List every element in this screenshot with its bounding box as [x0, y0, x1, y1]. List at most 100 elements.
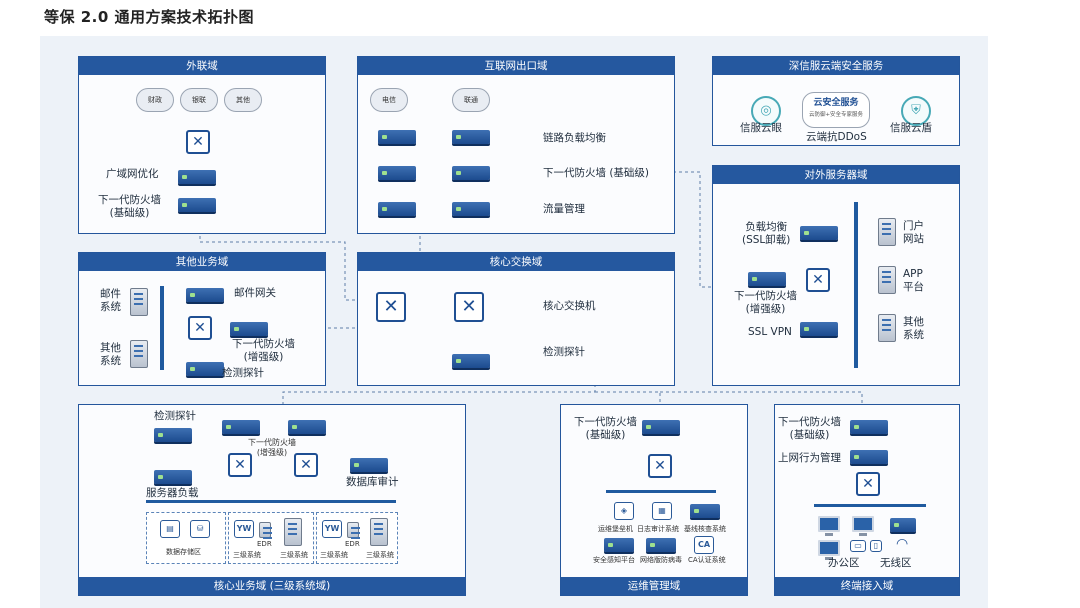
- firewall-device: [178, 198, 216, 212]
- firewall-device: [378, 166, 416, 180]
- label-cloud-ddos: 云端抗DDoS: [806, 131, 867, 143]
- label-baseline: 基线核查系统: [684, 525, 726, 533]
- label-storage: 数据存储区: [166, 548, 201, 556]
- label-load-balancer: 负载均衡 (SSL卸载): [742, 221, 791, 246]
- label-office: 办公区: [828, 557, 860, 569]
- app-server: [878, 266, 896, 294]
- label-ngfw: 下一代防火墙 (基础级): [98, 194, 161, 219]
- label-cloud-shield: 信服云盾: [890, 122, 932, 134]
- system-server: [284, 518, 302, 546]
- cloud-security-subtitle: 云防御+安全专家服务: [808, 112, 864, 118]
- wan-optimizer-device: [178, 170, 216, 184]
- label-behavior-mgmt: 上网行为管理: [778, 452, 841, 464]
- switch-icon: ✕: [648, 454, 672, 478]
- load-balancer-device: [800, 226, 838, 240]
- label-other-system: 其他 系统: [100, 342, 121, 367]
- firewall-device: [222, 420, 260, 434]
- cloud-icon: 银联: [180, 88, 218, 112]
- cloud-icon: 联通: [452, 88, 490, 112]
- core-switch-icon: ✕: [454, 292, 484, 322]
- system-server: [370, 518, 388, 546]
- zone-title: 互联网出口域: [358, 57, 674, 75]
- label-link-lb: 链路负载均衡: [543, 132, 606, 144]
- db-audit-device: [350, 458, 388, 472]
- firewall-device: [230, 322, 268, 336]
- log-audit-icon: ▦: [652, 502, 672, 520]
- cloud-security-title: 云安全服务: [813, 98, 859, 108]
- label-system: 三级系统: [366, 551, 394, 559]
- zone-title: 运维管理域: [561, 577, 747, 595]
- sec-platform-device: [604, 538, 634, 552]
- label-mail-gateway: 邮件网关: [234, 287, 276, 299]
- switch-icon: ✕: [228, 453, 252, 477]
- database-icon: ⛁: [190, 520, 210, 538]
- access-switch-device: [890, 518, 916, 532]
- zone-core-switch: 核心交换域: [357, 252, 675, 386]
- bus-line: [854, 202, 858, 368]
- zone-title: 其他业务域: [79, 253, 325, 271]
- switch-icon: ✕: [856, 472, 880, 496]
- other-server: [130, 340, 148, 368]
- antivirus-device: [646, 538, 676, 552]
- firewall-device: [288, 420, 326, 434]
- switch-icon: ✕: [806, 268, 830, 292]
- edr-icon: [259, 522, 272, 538]
- yw-icon: YW: [234, 520, 254, 538]
- link-lb-device: [452, 130, 490, 144]
- cloud-icon: 其他: [224, 88, 262, 112]
- label-server-lb: 服务器负载: [146, 487, 199, 499]
- label-edr: EDR: [345, 540, 360, 548]
- zone-title: 核心交换域: [358, 253, 674, 271]
- pc-icon: [852, 516, 874, 536]
- probe-device: [154, 428, 192, 442]
- label-bastion: 运维堡垒机: [598, 525, 633, 533]
- switch-icon: ✕: [188, 316, 212, 340]
- probe-device: [186, 362, 224, 376]
- zone-title: 对外服务器域: [713, 166, 959, 184]
- bastion-icon: ◈: [614, 502, 634, 520]
- label-system: 三级系统: [280, 551, 308, 559]
- label-system: 三级系统: [320, 551, 348, 559]
- laptop-icon: ▭: [850, 540, 866, 552]
- wifi-icon: ◠: [896, 536, 909, 552]
- portal-server: [878, 218, 896, 246]
- label-antivirus: 网络版防病毒: [640, 556, 682, 564]
- zone-ops: 运维管理域: [560, 404, 748, 596]
- label-probe: 检测探针: [222, 367, 264, 379]
- ssl-vpn-device: [800, 322, 838, 336]
- bus-line: [814, 504, 926, 507]
- label-system: 三级系统: [233, 551, 261, 559]
- pc-icon: [818, 516, 840, 536]
- cloud-eye-icon: ◎: [751, 96, 781, 126]
- zone-title: 终端接入域: [775, 577, 959, 595]
- firewall-device: [452, 166, 490, 180]
- other-server: [878, 314, 896, 342]
- baseline-device: [690, 504, 720, 518]
- label-ngfw: 下一代防火墙 (基础级): [778, 416, 841, 441]
- label-ngfw: 下一代防火墙 (增强级): [248, 438, 296, 457]
- label-edr: EDR: [257, 540, 272, 548]
- cloud-icon: 财政: [136, 88, 174, 112]
- core-switch-icon: ✕: [376, 292, 406, 322]
- label-ngfw: 下一代防火墙 (增强级): [734, 290, 797, 315]
- ca-icon: CA: [694, 536, 714, 554]
- edr-icon: [347, 522, 360, 538]
- label-sec-platform: 安全感知平台: [593, 556, 635, 564]
- zone-title: 核心业务域 (三级系统域): [79, 577, 465, 595]
- switch-icon: ✕: [294, 453, 318, 477]
- page-title: 等保 2.0 通用方案技术拓扑图: [44, 8, 255, 26]
- firewall-device: [850, 420, 888, 434]
- bus-line: [160, 286, 164, 370]
- traffic-mgmt-device: [378, 202, 416, 216]
- label-ngfw: 下一代防火墙 (基础级): [574, 416, 637, 441]
- label-db-audit: 数据库审计: [346, 476, 399, 488]
- cloud-icon: 电信: [370, 88, 408, 112]
- label-wireless: 无线区: [880, 557, 912, 569]
- server-lb-device: [154, 470, 192, 484]
- storage-icon: ▤: [160, 520, 180, 538]
- bus-line: [606, 490, 716, 493]
- label-ngfw: 下一代防火墙 (增强级): [232, 338, 295, 363]
- label-mail-system: 邮件 系统: [100, 288, 121, 313]
- firewall-device: [642, 420, 680, 434]
- label-app: APP 平台: [903, 268, 924, 293]
